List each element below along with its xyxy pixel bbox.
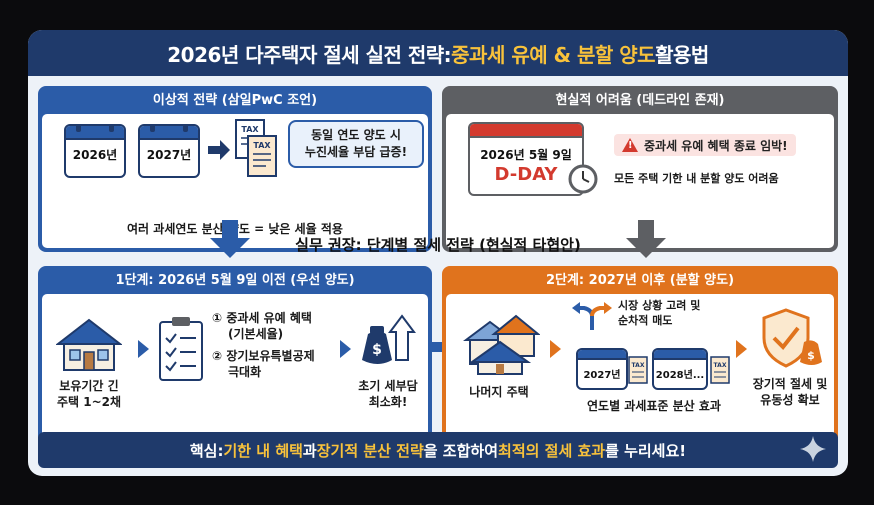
infographic: 2026년 다주택자 절세 실전 전략: 중과세 유예 & 분할 양도 활용법 …: [28, 30, 848, 476]
ideal-strategy-header: 이상적 전략 (삼일PwC 조언): [152, 92, 318, 108]
market-condition-note: 시장 상황 고려 및 순차적 매도: [618, 299, 701, 327]
money-bag-up-icon: $: [362, 314, 416, 364]
tax-base-distribution-label: 연도별 과세표준 분산 효과: [587, 399, 721, 413]
step1-benefit-list: ① 중과세 유예 혜택 (기본세율) ② 장기보유특별공제 극대화: [212, 311, 315, 379]
step2-header: 2단계: 2027년 이후 (분할 양도): [545, 272, 735, 288]
split-direction-icon: [572, 302, 612, 330]
progressive-tax-warning-bubble: 동일 연도 양도 시 누진세율 부담 급증!: [288, 120, 424, 168]
benefit-expiry-warning: 중과세 유예 혜택 종료 임박!: [614, 134, 796, 156]
house-icon: [56, 318, 122, 371]
page-title: 2026년 다주택자 절세 실전 전략: 중과세 유예 & 분할 양도 활용법: [28, 30, 848, 76]
svg-text:TAX: TAX: [253, 141, 271, 150]
svg-text:$: $: [372, 342, 382, 358]
svg-text:TAX: TAX: [632, 362, 645, 369]
calendar-2027-icon: 2027년: [576, 348, 628, 390]
ideal-strategy-panel: 이상적 전략 (삼일PwC 조언) 2026년 2027년 TAX: [38, 86, 432, 252]
flow-arrow-icon: [550, 340, 561, 358]
step1-panel: 1단계: 2026년 5월 9일 이전 (우선 양도) 보유기간 긴 주택 1~…: [38, 266, 432, 462]
sparkle-icon: [800, 436, 826, 462]
step1-result: 초기 세부담 최소화!: [358, 379, 418, 409]
svg-text:TAX: TAX: [241, 125, 259, 134]
step2-panel: 2단계: 2027년 이후 (분할 양도) 나머지 주택 시장 상황 고려 및: [442, 266, 838, 462]
remaining-houses-label: 나머지 주택: [469, 385, 529, 399]
flow-arrow-icon: [138, 340, 149, 358]
arrow-down-blue-icon: [210, 220, 250, 258]
svg-text:$: $: [807, 349, 815, 362]
real-difficulty-header: 현실적 어려움 (데드라인 존재): [555, 92, 725, 108]
checklist-icon: [159, 317, 203, 381]
tax-document-icon: TAX: [710, 356, 730, 384]
clock-icon: [568, 164, 598, 194]
warning-icon: [622, 138, 638, 152]
flow-arrow-icon: [736, 340, 747, 358]
real-note: 모든 주택 기한 내 분할 양도 어려움: [614, 172, 779, 185]
calendar-2027-icon: 2027년: [138, 124, 200, 178]
tax-document-icon: TAX: [628, 356, 648, 384]
multiple-houses-icon: [463, 314, 540, 375]
shield-money-icon: $: [762, 308, 822, 368]
calendar-2026-icon: 2026년: [64, 124, 126, 178]
arrow-down-gray-icon: [626, 220, 666, 258]
step1-header: 1단계: 2026년 5월 9일 이전 (우선 양도): [115, 272, 355, 288]
svg-text:TAX: TAX: [714, 362, 727, 369]
long-held-houses-label: 보유기간 긴 주택 1~2채: [56, 379, 122, 409]
tax-document-icon: TAX TAX: [235, 119, 277, 177]
arrow-right-icon: [208, 140, 230, 160]
step2-result: 장기적 절세 및 유동성 확보: [752, 377, 828, 407]
calendar-2028-icon: 2028년...: [652, 348, 708, 390]
flow-arrow-icon: [340, 340, 351, 358]
recommendation-title: 실무 권장: 단계별 절세 전략 (현실적 타협안): [295, 236, 581, 254]
deadline-calendar-icon: 2026년 5월 9일 D-DAY: [468, 122, 584, 196]
